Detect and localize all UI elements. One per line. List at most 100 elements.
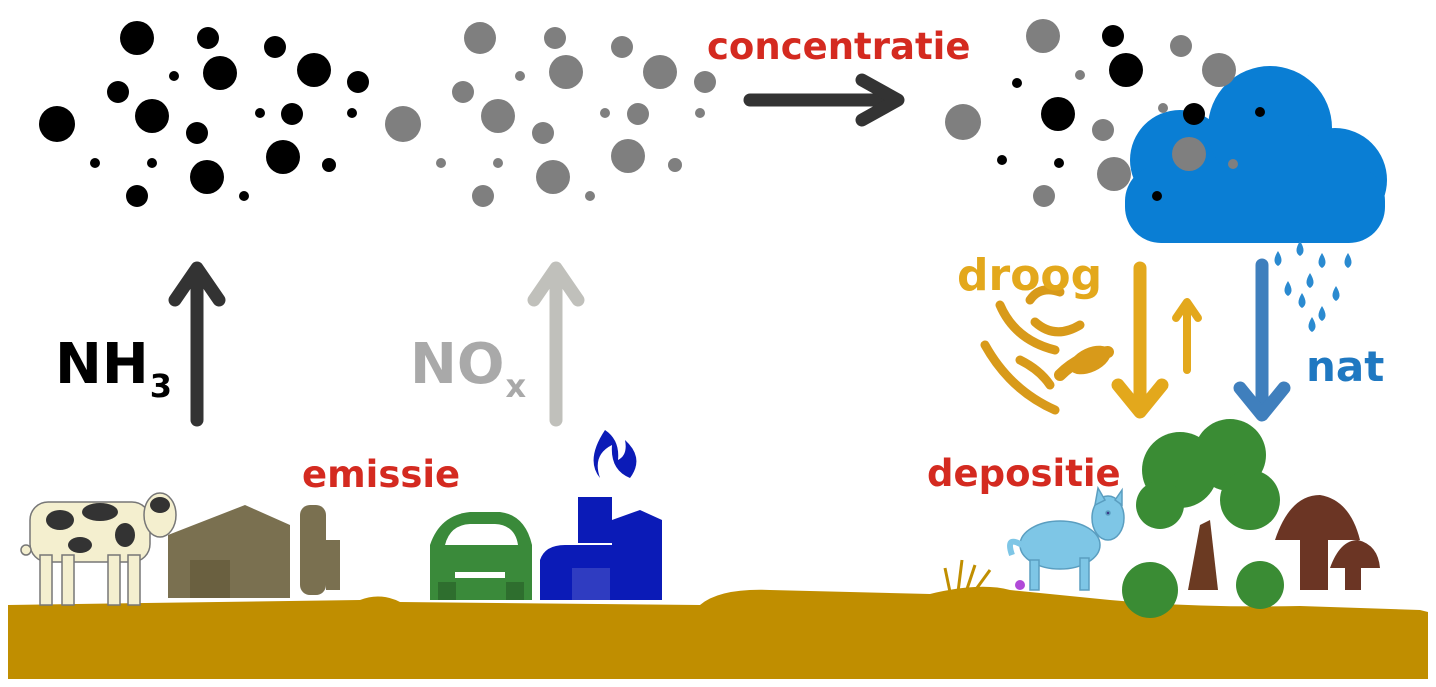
nox-particle <box>627 103 649 125</box>
nox-particle <box>1026 19 1060 53</box>
nh3-particle <box>266 140 300 174</box>
nh3-particle <box>1183 103 1205 125</box>
nh3-particle <box>347 71 369 93</box>
mixed-particles <box>945 19 1265 207</box>
nh3-particle <box>1109 53 1143 87</box>
nox-particle <box>1033 185 1055 207</box>
nox-particle <box>600 108 610 118</box>
nox-particle <box>544 27 566 49</box>
nh3-particle <box>135 99 169 133</box>
raindrop-icon <box>1298 293 1306 308</box>
nox-particle <box>549 55 583 89</box>
nh3-particle <box>347 108 357 118</box>
raindrop-icon <box>1308 317 1316 332</box>
leaves-icon <box>980 285 1114 415</box>
car-icon <box>430 512 532 600</box>
raindrop-icon <box>1332 286 1340 301</box>
nh3-label-main: NH <box>55 332 149 397</box>
nox-particle <box>1228 159 1238 169</box>
nh3-label: NH3 <box>55 337 172 403</box>
nox-particle <box>695 108 705 118</box>
nh3-particle <box>297 53 331 87</box>
nh3-particle <box>1012 78 1022 88</box>
nox-particle <box>1202 53 1236 87</box>
nh3-particle <box>169 71 179 81</box>
wet-deposition-arrow <box>1233 258 1291 422</box>
nh3-particle <box>186 122 208 144</box>
cloud-icon <box>1125 66 1387 243</box>
nox-particle <box>452 81 474 103</box>
nox-particle <box>536 160 570 194</box>
animal-icon <box>1007 485 1125 591</box>
nox-particle <box>694 71 716 93</box>
leaf-icon <box>1069 345 1111 375</box>
raindrop-icon <box>1296 241 1304 256</box>
raindrop-icon <box>1274 251 1282 266</box>
nh3-particle <box>1054 158 1064 168</box>
cow-icon <box>20 492 177 606</box>
nh3-particle <box>90 158 100 168</box>
nox-particle <box>585 191 595 201</box>
nox-particle <box>611 139 645 173</box>
deposition-label: depositie <box>927 452 1121 495</box>
nox-particle <box>668 158 682 172</box>
nh3-emission-arrow <box>168 261 226 427</box>
nh3-particle <box>1152 191 1162 201</box>
nox-particle <box>472 185 494 207</box>
nox-label-main: NO <box>410 332 505 397</box>
raindrop-icon <box>1318 253 1326 268</box>
nox-particle <box>1170 35 1192 57</box>
concentration-label: concentratie <box>707 25 971 68</box>
nox-particle <box>611 36 633 58</box>
nox-particle <box>532 122 554 144</box>
nox-particle <box>1092 119 1114 141</box>
nox-particles <box>385 22 716 207</box>
nox-particle <box>643 55 677 89</box>
nh3-particle <box>107 81 129 103</box>
raindrop-icon <box>1284 281 1292 296</box>
nox-particle <box>1097 157 1131 191</box>
soil-ground <box>8 586 1428 679</box>
nh3-particle <box>255 108 265 118</box>
nox-particle <box>515 71 525 81</box>
barn-icon <box>168 505 340 598</box>
nox-particle <box>1172 137 1206 171</box>
nh3-particle <box>281 103 303 125</box>
nh3-particle <box>997 155 1007 165</box>
nh3-particle <box>190 160 224 194</box>
nh3-particle <box>39 106 75 142</box>
nox-label: NOx <box>410 337 526 403</box>
factory-icon <box>540 430 662 600</box>
nox-particle <box>436 158 446 168</box>
raindrop-icon <box>1344 253 1352 268</box>
raindrop-icon <box>1306 273 1314 288</box>
concentration-arrow <box>743 73 905 127</box>
nh3-particle <box>197 27 219 49</box>
dry-label: droog <box>957 250 1103 301</box>
nox-particle <box>385 106 421 142</box>
nh3-particle <box>1041 97 1075 131</box>
nox-label-subscript: x <box>505 367 527 405</box>
nh3-particle <box>264 36 286 58</box>
nh3-particle <box>203 56 237 90</box>
nox-particle <box>464 22 496 54</box>
dry-deposition-arrow-down <box>1111 261 1169 419</box>
grass-icon <box>943 559 992 593</box>
nox-particle <box>481 99 515 133</box>
nox-particle <box>945 104 981 140</box>
nh3-particle <box>126 185 148 207</box>
mushroom-icon <box>1275 495 1380 590</box>
dry-deposition-arrow-up <box>1172 298 1202 374</box>
nh3-particle <box>147 158 157 168</box>
emission-label: emissie <box>302 453 461 496</box>
tree-icon <box>1122 419 1284 618</box>
nh3-particle <box>322 158 336 172</box>
nh3-particle <box>1102 25 1124 47</box>
nox-particle <box>1075 70 1085 80</box>
nh3-particle <box>1255 107 1265 117</box>
droppings-icon <box>1015 580 1025 590</box>
nox-particle <box>1158 103 1168 113</box>
wet-label: nat <box>1306 342 1385 391</box>
nh3-label-subscript: 3 <box>149 367 172 405</box>
